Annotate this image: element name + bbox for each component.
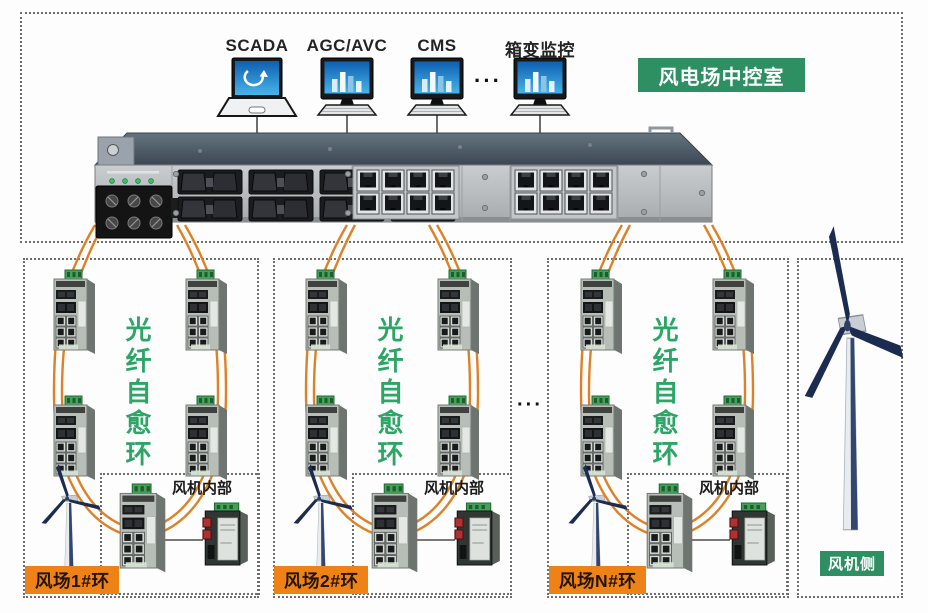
turbine-internal-label-1: 风机内部 xyxy=(171,480,232,497)
agc-avc-label: AGC/AVC xyxy=(306,36,388,55)
core-rack-switch xyxy=(93,126,714,239)
media-converter-icon xyxy=(454,502,501,566)
power-terminal-block xyxy=(95,185,181,239)
ring1-box xyxy=(23,258,259,598)
industrial-switch-icon xyxy=(580,395,623,481)
industrial-switch-icon xyxy=(437,395,480,481)
fiber-ring-label-2: 光纤自愈环 xyxy=(374,316,404,471)
fiber-ring-label-3: 光纤自愈环 xyxy=(649,316,679,471)
scada-label: SCADA xyxy=(225,36,289,55)
uplink-lines xyxy=(256,114,541,135)
transformer-monitor-icon xyxy=(510,57,570,116)
turbine-internal-box-2 xyxy=(352,473,512,595)
industrial-switch-icon xyxy=(305,395,348,481)
scada-laptop-icon xyxy=(216,56,298,118)
ring2-box xyxy=(273,258,512,598)
media-converter-icon xyxy=(202,502,249,566)
turbine-internal-label-2: 风机内部 xyxy=(423,480,484,497)
industrial-switch-icon xyxy=(53,395,96,481)
ring3-box xyxy=(547,258,789,598)
turbine-internal-box-3 xyxy=(627,473,788,595)
fiber-ring-label-1: 光纤自愈环 xyxy=(122,316,152,471)
turbine-internal-label-3: 风机内部 xyxy=(698,480,759,497)
ring1-badge: 风场1#环 xyxy=(25,566,120,594)
rack-rj45-block-2 xyxy=(510,165,618,220)
control-room-badge: 风电场中控室 xyxy=(638,58,805,92)
computers-ellipsis: ··· xyxy=(474,68,502,93)
rings-ellipsis: ··· xyxy=(517,394,543,416)
ring2-badge: 风场2#环 xyxy=(274,566,369,594)
industrial-switch-icon xyxy=(185,269,228,355)
control-room-box xyxy=(20,12,903,243)
rack-rj45-block-1 xyxy=(352,165,460,220)
media-converter-icon xyxy=(729,502,776,566)
ring3-badge: 风场N#环 xyxy=(549,566,647,594)
turbine-internal-box-1 xyxy=(100,473,260,595)
industrial-switch-icon xyxy=(185,395,228,481)
industrial-switch-icon xyxy=(712,395,755,481)
industrial-switch-icon xyxy=(305,269,348,355)
industrial-switch-icon xyxy=(580,269,623,355)
agc-avc-monitor-icon xyxy=(317,57,377,116)
turbine-side-badge: 风机侧 xyxy=(820,551,884,576)
rack-handle xyxy=(648,126,674,133)
cms-monitor-icon xyxy=(407,57,467,116)
large-wind-turbine-icon xyxy=(799,223,907,531)
cms-label: CMS xyxy=(417,36,457,55)
rack-label-strip xyxy=(107,171,159,174)
industrial-switch-icon xyxy=(53,269,96,355)
transformer-monitor-label: 箱变监控 xyxy=(505,41,575,60)
industrial-switch-icon xyxy=(712,269,755,355)
industrial-switch-icon xyxy=(437,269,480,355)
turbine-side-box xyxy=(797,258,903,598)
